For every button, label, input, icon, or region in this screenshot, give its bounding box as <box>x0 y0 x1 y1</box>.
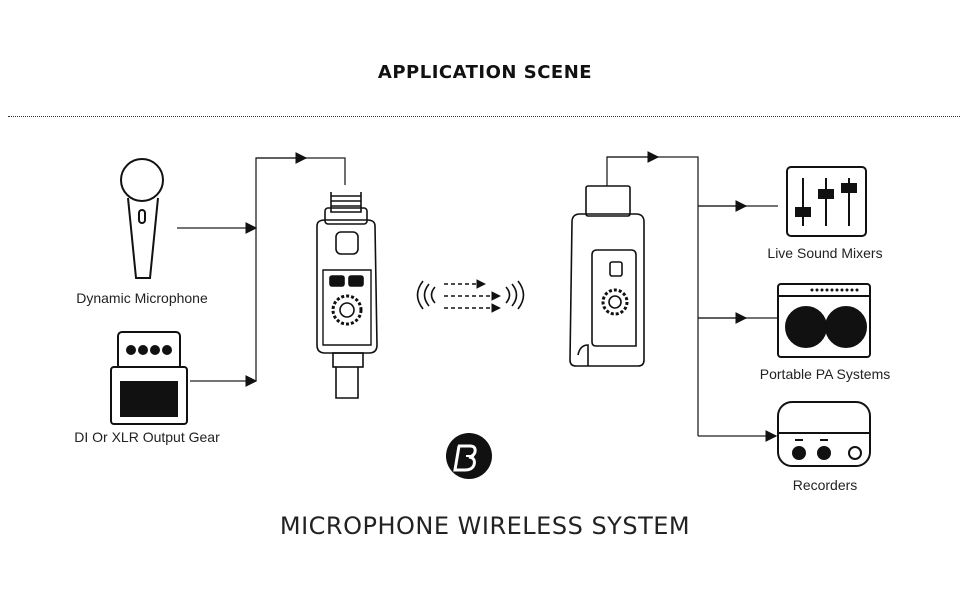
pa-speaker-icon <box>777 283 871 358</box>
page-heading: APPLICATION SCENE <box>377 62 593 83</box>
receiver-icon <box>569 185 645 367</box>
wireless-signal-icon <box>416 279 525 313</box>
brand-logo-icon <box>446 433 492 479</box>
microphone-icon <box>120 158 164 279</box>
mixer-icon <box>786 166 867 237</box>
label-portable-pa-systems: Portable PA Systems <box>759 366 891 382</box>
transmitter-icon <box>316 192 378 399</box>
pedal-icon <box>110 331 188 425</box>
divider <box>8 116 960 117</box>
recorder-icon <box>777 401 871 467</box>
output-connectors <box>606 151 778 442</box>
footer-title: MICROPHONE WIRELESS SYSTEM <box>279 512 691 540</box>
label-recorders: Recorders <box>792 477 858 493</box>
input-connectors <box>177 152 346 387</box>
label-di-xlr-gear: DI Or XLR Output Gear <box>74 429 220 445</box>
label-live-sound-mixers: Live Sound Mixers <box>767 245 883 261</box>
label-dynamic-microphone: Dynamic Microphone <box>76 290 208 306</box>
